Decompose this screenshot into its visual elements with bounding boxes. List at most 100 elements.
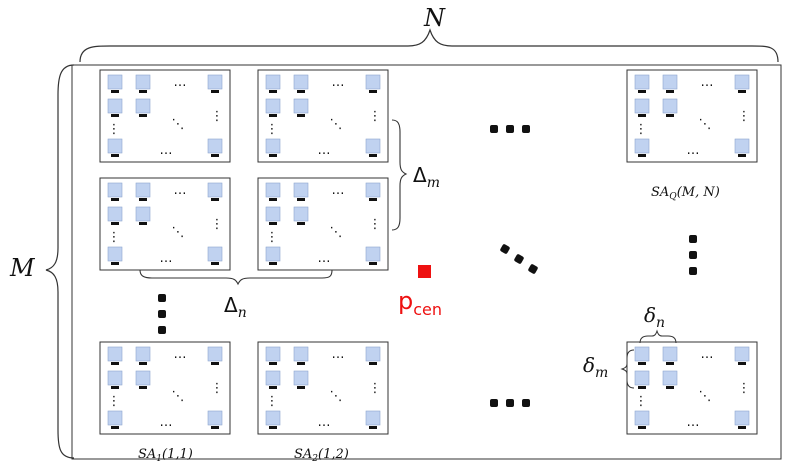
antenna-feed [638,426,646,429]
antenna-feed [638,362,646,365]
antenna-feed [211,362,219,365]
sa-1-prefix: SA [138,447,156,462]
antenna-feed [638,90,646,93]
vdots-glyph: ⋮ [266,394,279,409]
antenna-feed [666,386,674,389]
sa-1-sub: 1 [156,454,162,464]
antenna-element [634,74,650,90]
delta-symbol: Δ [224,293,238,317]
subarray-panel-sa-q: ……⋮⋮⋱ [626,69,758,163]
antenna-element [365,346,381,362]
antenna-feed [297,386,305,389]
antenna-feed [211,90,219,93]
antenna-feed [269,262,277,265]
antenna-feed [111,198,119,201]
vdots-glyph: ⋮ [369,109,382,124]
subarray-panel: ……⋮⋮⋱ [626,341,758,435]
delta-sub-n: n [238,305,247,321]
hdots-glyph: … [160,143,173,158]
antenna-element [634,346,650,362]
vdots-glyph: ⋮ [108,230,121,245]
antenna-element [662,74,678,90]
antenna-element [107,182,123,198]
brace-small-delta-m [620,349,635,389]
antenna-feed [269,426,277,429]
antenna-element [634,370,650,386]
sa-2-args: (1,2) [318,447,349,462]
antenna-feed [211,262,219,265]
antenna-element [107,206,123,222]
antenna-feed [297,222,305,225]
antenna-feed [111,262,119,265]
sa-2-prefix: SA [294,447,312,462]
antenna-feed [269,154,277,157]
antenna-feed [111,386,119,389]
antenna-feed [139,198,147,201]
antenna-element [107,370,123,386]
antenna-element [207,74,223,90]
label-m: M [9,254,36,282]
antenna-feed [269,386,277,389]
hdots-glyph: … [332,347,345,362]
ddots-glyph: ⋱ [699,389,712,404]
brace-delta-m [391,119,408,231]
sa-1-args: (1,1) [162,447,193,462]
antenna-element [135,98,151,114]
antenna-feed [269,114,277,117]
hdots-glyph: … [318,415,331,430]
antenna-feed [111,154,119,157]
ddots-glyph: ⋱ [699,117,712,132]
label-p-cen: pcen [398,287,442,319]
array-frame [71,64,782,460]
label-delta-m: Δm [413,163,440,191]
ddots-glyph: ⋱ [172,117,185,132]
antenna-element [135,206,151,222]
antenna-element [265,182,281,198]
vdots-glyph: ⋮ [108,394,121,409]
p-symbol: p [398,287,413,315]
ellipsis-dots-left-vertical [158,294,166,334]
antenna-feed [369,90,377,93]
antenna-element [107,246,123,262]
antenna-element [662,98,678,114]
antenna-element [107,138,123,154]
hdots-glyph: … [174,75,187,90]
antenna-element [293,98,309,114]
antenna-feed [111,222,119,225]
antenna-element [365,410,381,426]
antenna-element [107,410,123,426]
antenna-feed [738,362,746,365]
subarray-panel-sa-2: ……⋮⋮⋱ [257,341,389,435]
label-sa-2: SA2(1,2) [294,447,349,464]
antenna-feed [269,222,277,225]
antenna-feed [111,426,119,429]
subarray-panel: ……⋮⋮⋱ [257,69,389,163]
ellipsis-dots-right-vertical [689,235,697,275]
label-sa-q: SAQ(M, N) [651,185,720,202]
subarray-panel-sa-1: ……⋮⋮⋱ [99,341,231,435]
antenna-element [265,370,281,386]
antenna-feed [211,154,219,157]
sa-q-prefix: SA [651,185,669,200]
antenna-element [365,246,381,262]
antenna-element [135,346,151,362]
antenna-feed [738,90,746,93]
antenna-element [207,410,223,426]
label-sa-1: SA1(1,1) [138,447,193,464]
ellipsis-dots-bottom [490,399,530,407]
label-small-delta-m: δm [583,353,608,381]
ddots-glyph: ⋱ [172,389,185,404]
vdots-glyph: ⋮ [266,230,279,245]
antenna-element [107,346,123,362]
antenna-feed [111,114,119,117]
antenna-feed [139,222,147,225]
antenna-element [734,410,750,426]
antenna-feed [211,198,219,201]
antenna-element [135,182,151,198]
antenna-element [207,138,223,154]
antenna-element [135,74,151,90]
hdots-glyph: … [318,143,331,158]
antenna-element [265,410,281,426]
vdots-glyph: ⋮ [108,122,121,137]
